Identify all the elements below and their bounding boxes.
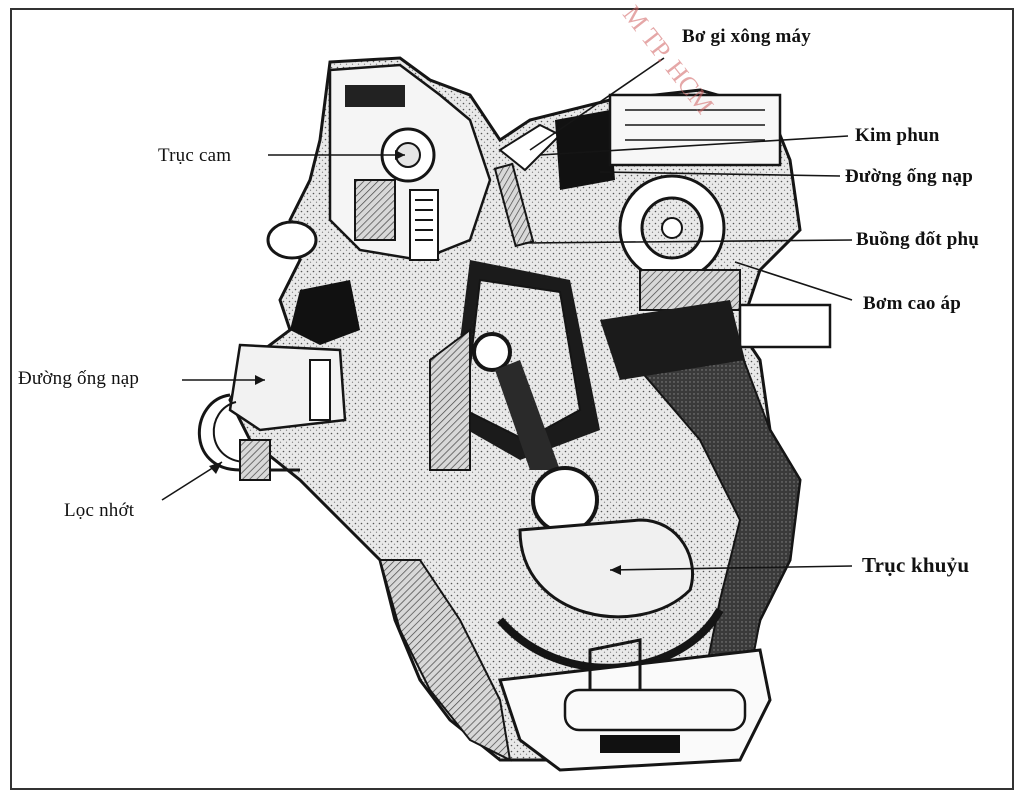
injector <box>493 110 615 248</box>
intake-manifold-left <box>228 220 360 432</box>
oil-filter <box>197 393 300 481</box>
label-prechamber: Buồng đốt phụ <box>856 229 980 250</box>
label-hp-pump: Bơm cao áp <box>863 293 962 314</box>
piston-assembly <box>429 260 600 534</box>
high-pressure-pump <box>600 93 832 380</box>
label-crankshaft: Trục khuỷu <box>862 553 970 577</box>
label-glow-plug: Bơ gi xông máy <box>682 26 811 47</box>
label-camshaft: Trục cam <box>158 145 232 166</box>
label-injector: Kim phun <box>855 125 940 146</box>
piston-pin-icon <box>472 332 512 372</box>
crankpin-icon <box>531 466 599 534</box>
oil-pan <box>497 638 772 772</box>
label-oil-filter: Lọc nhớt <box>64 500 135 521</box>
label-intake-right: Đường ống nạp <box>845 166 974 187</box>
arrowheads <box>209 150 621 575</box>
cylinder-head <box>328 63 492 262</box>
label-intake-left: Đường ống nạp <box>18 368 140 389</box>
leader-lines <box>161 57 853 571</box>
